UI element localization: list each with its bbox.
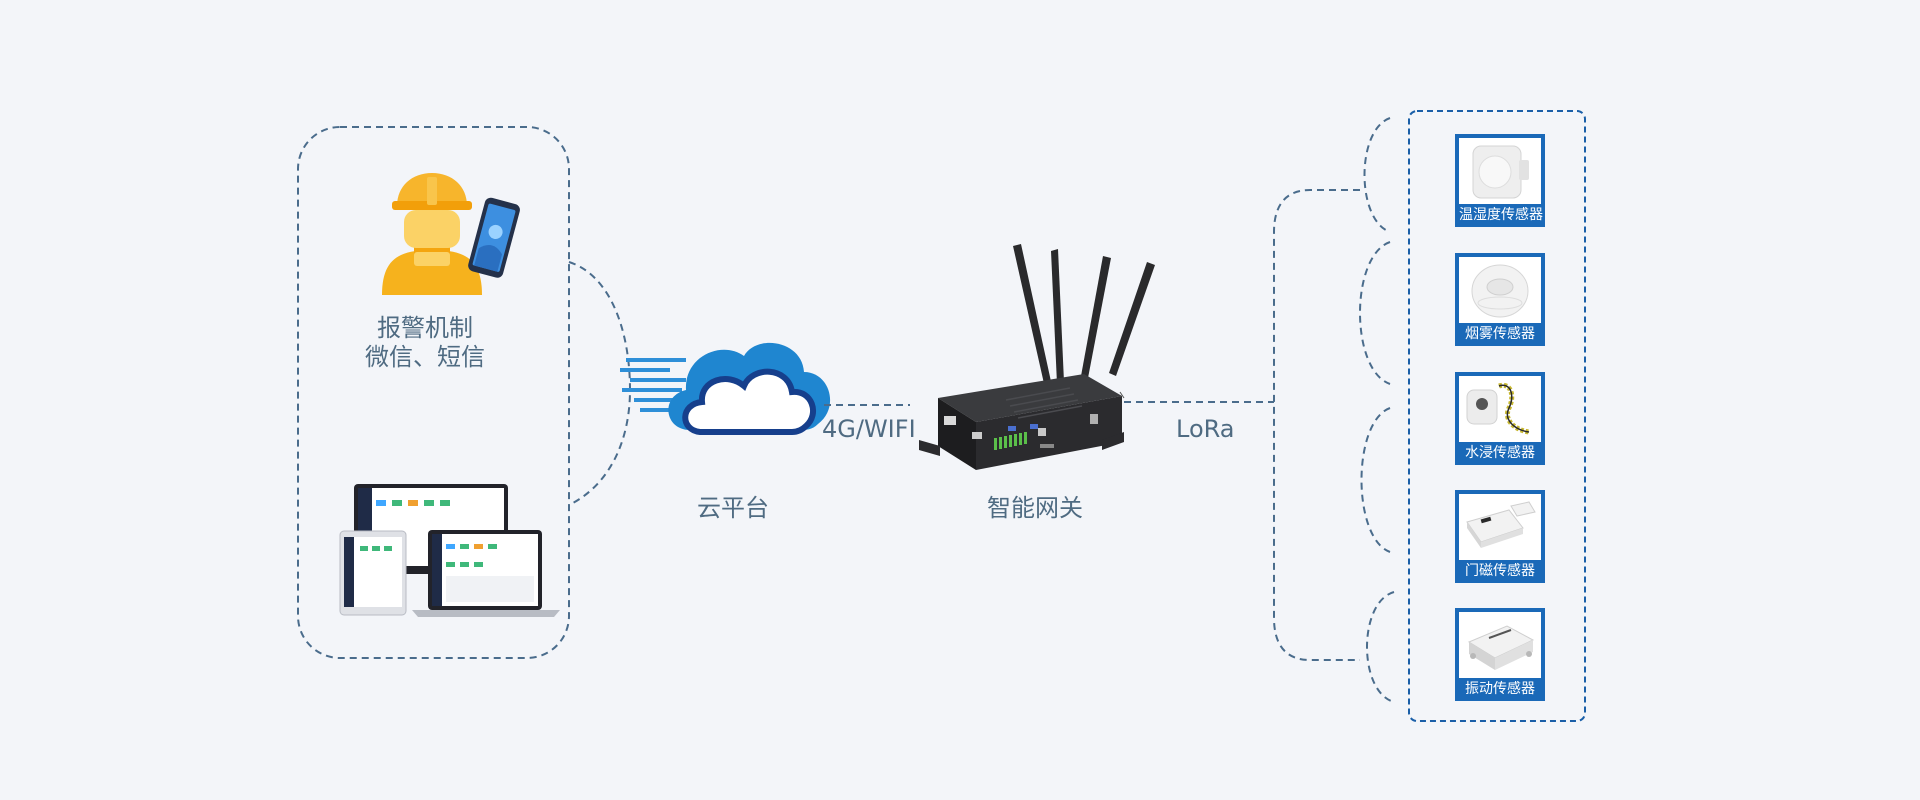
sensor-arc-4 [1366,591,1395,703]
temperature-humidity-sensor-icon [1459,138,1541,204]
sensor-group-border [1408,110,1586,722]
sensor-card-temperature-humidity: 温湿度传感器 [1455,134,1545,227]
sensor-name: 烟雾传感器 [1465,326,1535,342]
sensor-card-water-leak: 水浸传感器 [1455,372,1545,465]
sensor-name: 温湿度传感器 [1459,207,1543,223]
computer-devices-icon [339,484,560,617]
alarm-title: 报警机制 [377,314,473,342]
link-4g-label: 4G/WIFI [822,415,916,443]
link-lora-label: LoRa [1176,415,1235,443]
gateway-label: 智能网关 [987,494,1083,522]
sensor-group-bracket [1273,189,1360,661]
vibration-sensor-icon [1459,612,1541,678]
cloud-platform-label: 云平台 [697,494,769,522]
sensor-card-vibration: 振动传感器 [1455,608,1545,701]
smoke-sensor-icon [1459,257,1541,323]
sensor-name: 振动传感器 [1465,681,1535,697]
client-panel-border [297,126,570,659]
alarm-channels: 微信、短信 [365,343,485,371]
worker-icon [382,173,482,295]
smartphone-icon [468,197,520,278]
sensor-card-smoke: 烟雾传感器 [1455,253,1545,346]
cloud-icon [620,342,831,435]
sensor-arc-2 [1359,241,1391,385]
sensor-name: 门磁传感器 [1465,563,1535,579]
sensor-name: 水浸传感器 [1465,445,1535,461]
door-magnetic-sensor-icon [1459,494,1541,560]
sensor-arc-1 [1363,117,1391,233]
water-leak-sensor-icon [1459,376,1541,442]
panel-to-cloud-bracket [568,261,632,506]
sensor-card-door-magnetic: 门磁传感器 [1455,490,1545,583]
sensor-arc-3 [1360,407,1391,553]
gateway-icon [919,244,1155,470]
alarm-mechanism-label: 报警机制 微信、短信 [365,314,485,372]
